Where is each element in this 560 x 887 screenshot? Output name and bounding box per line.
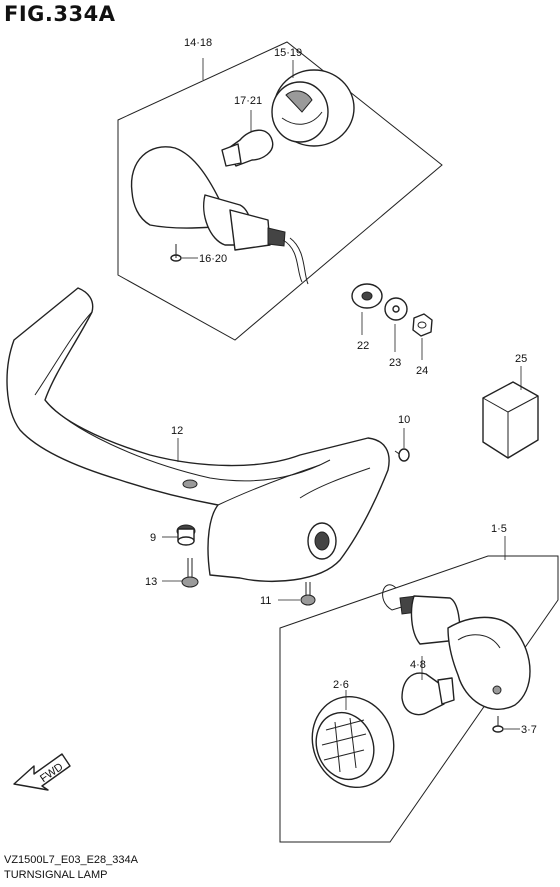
label-1-5: 1·5: [491, 523, 507, 535]
lens-lower: [311, 695, 395, 789]
screw-16-20: [170, 244, 182, 262]
label-13: 13: [145, 576, 157, 588]
label-23: 23: [389, 357, 401, 369]
figure-title: FIG.334A: [4, 2, 116, 26]
label-22: 22: [357, 340, 369, 352]
washer-23: [384, 297, 408, 321]
label-10: 10: [398, 414, 410, 426]
turnsignal-housing-lower: [382, 584, 531, 710]
label-3-7: 3·7: [521, 724, 537, 736]
turnsignal-housing-upper: [130, 146, 309, 285]
screw-3-7: [492, 716, 504, 733]
label-17-21: 17·21: [234, 95, 262, 107]
label-2-6: 2·6: [333, 679, 349, 691]
label-12: 12: [171, 425, 183, 437]
lens-upper: [271, 69, 355, 147]
rubber-cushion-22: [351, 283, 383, 309]
upper-assembly-frame: [117, 41, 443, 341]
label-9: 9: [150, 532, 156, 544]
relay-25: [482, 381, 539, 459]
bolt-11: [300, 582, 316, 606]
label-15-19: 15·19: [274, 47, 302, 59]
label-16-20: 16·20: [199, 253, 227, 265]
nut-24: [412, 313, 433, 337]
turnsignal-bracket-12: [6, 287, 390, 583]
bulb-upper: [221, 129, 274, 167]
label-14-18: 14·18: [184, 37, 212, 49]
label-24: 24: [416, 365, 428, 377]
lower-assembly-frame: [279, 555, 559, 843]
label-25: 25: [515, 353, 527, 365]
bulb-lower: [401, 672, 455, 716]
figure-caption: TURNSIGNAL LAMP: [4, 869, 108, 881]
label-4-8: 4·8: [410, 659, 426, 671]
label-11: 11: [260, 595, 271, 607]
bolt-13: [181, 558, 199, 588]
model-code: VZ1500L7_E03_E28_334A: [4, 854, 138, 866]
bolt-10: [394, 448, 410, 462]
grommet-9: [176, 524, 196, 546]
fwd-arrow-icon: FWD: [13, 753, 71, 791]
